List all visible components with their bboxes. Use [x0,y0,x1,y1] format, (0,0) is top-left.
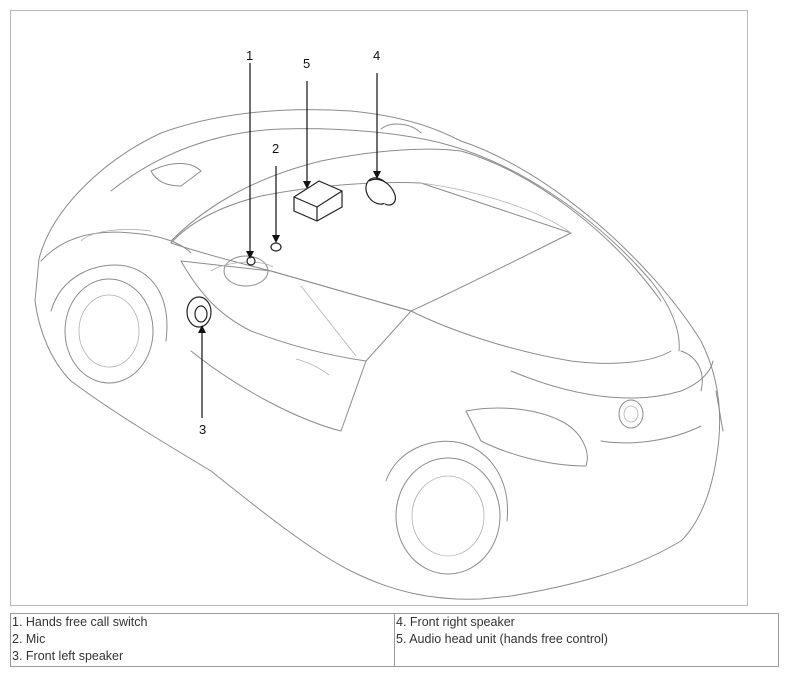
callout-2: 2 [272,141,279,156]
callout-1: 1 [246,48,253,63]
car-outline [34,109,724,600]
legend-item-2: 2. Mic [12,632,46,646]
legend-row: 1. Hands free call switch 2. Mic 3. Fron… [10,613,779,667]
front-left-speaker-cone [194,305,208,323]
legend-table: 1. Hands free call switch 2. Mic 3. Fron… [10,613,779,667]
legend-right-cell: 4. Front right speaker 5. Audio head uni… [394,613,779,667]
callout-4: 4 [373,48,380,63]
callout-3: 3 [199,422,206,437]
legend-item-5: 5. Audio head unit (hands free control) [396,632,608,646]
call-switch-shape [246,256,256,266]
head-unit-shape [293,180,343,222]
legend-item-3: 3. Front left speaker [12,649,124,663]
callout-5: 5 [303,56,310,71]
front-right-speaker-shape [365,177,396,206]
car-diagram: 1 2 3 4 5 [34,48,724,600]
callout-leaders [198,63,381,418]
legend-item-1: 1. Hands free call switch [12,615,148,629]
legend-item-4: 4. Front right speaker [396,615,515,629]
car-diagram-frame: 1 2 3 4 5 [10,10,748,606]
mic-shape [270,242,282,252]
legend-left-cell: 1. Hands free call switch 2. Mic 3. Fron… [10,613,395,667]
